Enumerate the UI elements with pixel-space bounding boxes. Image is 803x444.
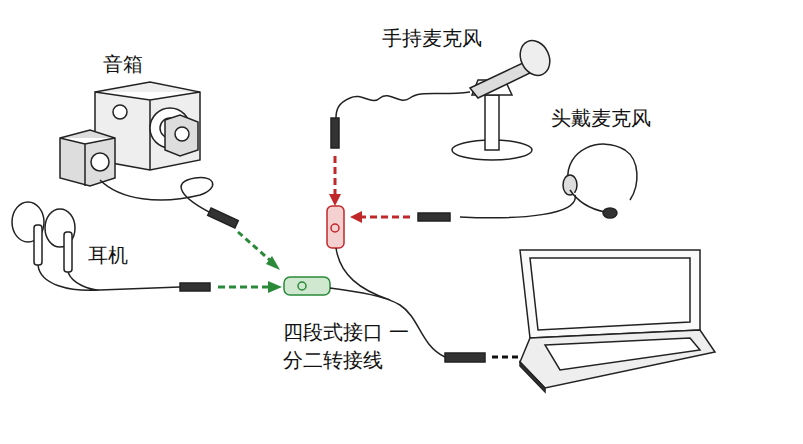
- red-arrow: [334, 156, 337, 196]
- laptop-plug: [445, 353, 485, 362]
- laptop: [520, 250, 715, 392]
- headset-plug: [418, 213, 450, 221]
- headset-mic: [563, 144, 637, 218]
- green-socket: [284, 277, 330, 295]
- earphone-plug: [180, 283, 210, 291]
- part-label: 四段式接口 一分二转接线: [283, 318, 413, 374]
- part-label: 音箱: [103, 50, 143, 78]
- speakers: [60, 82, 200, 186]
- green-arrow: [218, 286, 270, 289]
- red-socket: [327, 206, 344, 248]
- part-label: 头戴麦克风: [551, 104, 651, 132]
- earphones: [12, 202, 75, 272]
- red-arrow: [360, 216, 410, 219]
- mic-cable: [336, 92, 470, 118]
- handheld-mic: [452, 36, 555, 160]
- speaker-cable: [100, 178, 215, 215]
- mic-plug: [331, 118, 339, 148]
- earphone-cable: [38, 265, 180, 290]
- part-label: 耳机: [88, 241, 128, 269]
- speaker-plug: [208, 208, 239, 228]
- headset-cable: [460, 195, 575, 218]
- part-label: 手持麦克风: [382, 24, 482, 52]
- green-arrow: [238, 232, 272, 262]
